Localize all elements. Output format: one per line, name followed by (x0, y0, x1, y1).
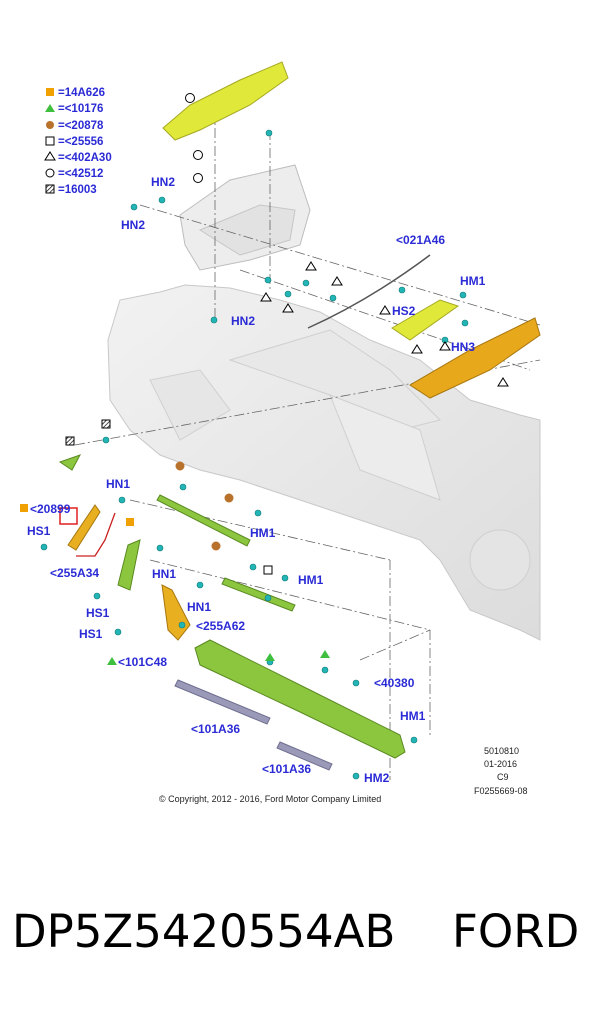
legend-item-label: =<402A30 (58, 152, 112, 164)
label-hn2: HN2 (151, 175, 175, 189)
drawing-reference-block: 5010810 01-2016 C9 F0255669-08 (474, 746, 528, 796)
car-body-outline (107, 284, 541, 641)
molding-101a36-b (276, 741, 333, 771)
label-hs1: HS1 (86, 606, 110, 620)
label-hn1: HN1 (187, 600, 211, 614)
hatched-square-icon (45, 184, 55, 194)
orange-square-icon (46, 88, 54, 96)
label-hn1: HN1 (106, 477, 130, 491)
legend-item-label: =16003 (58, 184, 97, 196)
label-hs1: HS1 (27, 524, 51, 538)
bracket-hs2-part (391, 299, 460, 341)
green-triangle-icon (45, 104, 55, 112)
legend-item-label: =<25556 (58, 136, 103, 148)
door-strip-upper (156, 494, 251, 547)
trunk-lid-outline (179, 164, 311, 271)
product-caption: DP5Z5420554AB FORD (0, 905, 600, 975)
brown-circle-icon (46, 121, 54, 129)
label-101a36: <101A36 (262, 762, 311, 776)
label-255a34: <255A34 (50, 566, 99, 580)
copyright-notice: © Copyright, 2012 - 2016, Ford Motor Com… (159, 794, 381, 804)
label-101a36: <101A36 (191, 722, 240, 736)
label-hn2: HN2 (231, 314, 255, 328)
fasteners (40, 129, 469, 780)
label-hs2: HS2 (392, 304, 416, 318)
leader-lines (74, 110, 541, 780)
label-hm1: HM1 (460, 274, 486, 288)
reference-line: 5010810 (484, 746, 519, 756)
rocker-seal-part-a (67, 504, 101, 551)
brand-name: FORD (452, 905, 580, 958)
open-square-icon (45, 136, 55, 146)
rocker-seal-part-b (117, 539, 141, 591)
rocker-panel-part (194, 639, 406, 759)
part-number: DP5Z5420554AB (12, 905, 396, 958)
bumper-reinforcement-part (409, 317, 541, 399)
reference-line: C9 (497, 772, 509, 782)
open-circle-icon (45, 168, 55, 178)
label-021a46: <021A46 (396, 233, 445, 247)
molding-101a36-a (174, 679, 271, 725)
label-255a62: <255A62 (196, 619, 245, 633)
antenna-wire (307, 254, 431, 329)
label-hn2: HN2 (121, 218, 145, 232)
label-hs1: HS1 (79, 627, 103, 641)
callout-labels: HN2 HN2 HN2 <021A46 HM1 HS2 HN3 HN1 <208… (20, 175, 486, 785)
open-triangle-icon (44, 151, 56, 161)
sill-bracket-part (161, 584, 191, 641)
legend-item-label: =<42512 (58, 168, 103, 180)
label-hm1: HM1 (400, 709, 426, 723)
exploded-parts-diagram: =14A626 =<10176 =<20878 =<25556 =<402A30… (20, 61, 541, 804)
legend-item-label: =14A626 (58, 87, 105, 99)
legend-item-label: =<20878 (58, 120, 104, 132)
symbol-legend: =14A626 =<10176 =<20878 =<25556 =<402A30… (44, 87, 112, 196)
label-hm2: HM2 (364, 771, 390, 785)
legend-item-label: =<10176 (58, 103, 103, 115)
label-40380: <40380 (374, 676, 415, 690)
label-hn1: HN1 (152, 567, 176, 581)
red-wire (76, 512, 116, 557)
door-strip-lower (221, 577, 296, 612)
rear-spoiler-part (162, 61, 289, 141)
label-hm1: HM1 (250, 526, 276, 540)
label-101c48: <101C48 (118, 655, 167, 669)
reference-line: F0255669-08 (474, 786, 528, 796)
part-symbols (58, 93, 509, 661)
label-20899: <20899 (30, 502, 71, 516)
reference-line: 01-2016 (484, 759, 517, 769)
label-hm1: HM1 (298, 573, 324, 587)
label-hn3: HN3 (451, 340, 475, 354)
